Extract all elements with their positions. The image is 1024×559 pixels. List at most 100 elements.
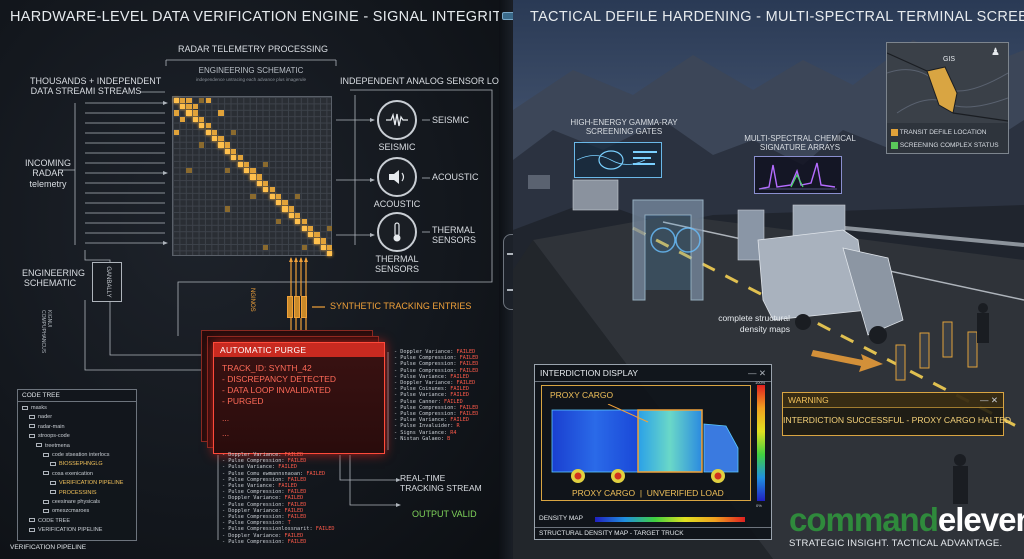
purge-line-invalidated: - DATA LOOP INVALIDATED: [222, 385, 331, 395]
tree-item[interactable]: stroops-code: [22, 432, 132, 441]
warning-window-controls[interactable]: — ✕: [980, 395, 998, 405]
density-maps-label: complete structural density maps: [690, 313, 790, 335]
density-line-1: complete structural: [718, 313, 790, 323]
fail-value: FAILED: [459, 355, 479, 362]
seismic-wave-icon: [386, 113, 408, 127]
matrix-cell: [263, 161, 269, 167]
fail-value: FAILED: [284, 452, 304, 458]
window-controls[interactable]: — ✕: [748, 368, 766, 378]
proxy-cargo-bottom-label: PROXY CARGO | UNVERIFIED LOAD: [572, 488, 724, 498]
matrix-cell: [320, 244, 327, 251]
seismic-sensor: [377, 100, 417, 140]
folder-icon: [29, 424, 35, 429]
matrix-cell: [295, 193, 301, 199]
fail-key: - Pulse Variance:: [222, 464, 279, 471]
fail-key: - Pulse Variance:: [394, 392, 451, 399]
fail-row: - Pulse Compression: FAILED: [222, 539, 334, 545]
tree-item-label: ceesinare physicals: [52, 499, 100, 506]
matrix-cell: [237, 161, 243, 167]
gamma-scan-icon: [576, 150, 657, 170]
fail-value: T: [287, 520, 291, 527]
matrix-cell: [250, 167, 256, 174]
matrix-cell: [224, 206, 231, 212]
matrix-cell: [307, 231, 314, 238]
folder-icon: [50, 490, 56, 495]
matrix-cell: [307, 225, 314, 231]
fail-row: - Pulse Coinunes: FAILED: [394, 386, 478, 392]
matrix-cell: [295, 212, 301, 219]
folder-icon: [50, 461, 56, 466]
gamma-line-1: HIGH-ENERGY GAMMA-RAY: [570, 118, 678, 127]
fail-row: - Pulse Canner: FAILED: [394, 399, 478, 405]
tree-item[interactable]: CODE TREE: [22, 517, 132, 526]
truck-density-scan: [551, 404, 739, 483]
tree-item-label: omeszcmaroes: [52, 508, 90, 515]
spectrum-icon: [758, 162, 837, 190]
tree-item[interactable]: treetmena: [22, 442, 132, 451]
brand-tagline: STRATEGIC INSIGHT. TACTICAL ADVANTAGE.: [789, 538, 1003, 549]
fail-value: FAILED: [287, 489, 307, 496]
tree-item[interactable]: nader: [22, 413, 132, 422]
tree-item[interactable]: PROCESSINIS: [22, 489, 132, 498]
fail-value: B: [447, 435, 451, 442]
matrix-cell: [224, 167, 231, 174]
matrix-cell: [205, 129, 211, 135]
tree-item[interactable]: BIOSSEPHNGLG: [22, 460, 132, 469]
matrix-cell: [275, 193, 282, 199]
tree-item[interactable]: code stseation interlocs: [22, 451, 132, 460]
kignui-label: KIGNUI COMPUPHANCUS: [40, 310, 52, 356]
incoming-line-3: telemetry: [29, 178, 67, 189]
scale-bottom-label: 0%: [756, 503, 762, 508]
fail-row: - Pulse Compression: T: [222, 520, 334, 526]
folder-icon: [29, 433, 35, 438]
matrix-cell: [288, 206, 295, 212]
matrix-cell: [256, 174, 263, 180]
kignui-line-2: COMPUPHANCUS: [40, 310, 46, 354]
tree-item[interactable]: VERIFICATION PIPELINE: [22, 526, 132, 535]
fail-row: - Pulse Variance: FAILED: [394, 374, 478, 380]
fail-row: - Doppler Variance: FAILED: [222, 495, 334, 501]
folder-icon: [43, 452, 49, 457]
fail-row: - Signs Variance: R4: [394, 430, 478, 436]
gis-legend-item-2: SCREENING COMPLEX STATUS: [891, 142, 999, 149]
matrix-cell: [186, 97, 192, 103]
matrix-cell: [231, 129, 237, 135]
brand-name: commandeleven: [789, 501, 1024, 538]
fail-row: - Pulse Compression: FAILED: [394, 361, 478, 367]
fail-value: FAILED: [450, 392, 469, 399]
tree-item-label: nader: [38, 414, 53, 421]
legend-swatch-orange: [891, 129, 898, 136]
spectral-chart-overlay: [754, 156, 842, 194]
fail-value: FAILED: [287, 458, 307, 465]
tree-item-label: PROCESSINIS: [59, 489, 97, 496]
tree-item[interactable]: VERIFICATION PIPELINE: [22, 479, 132, 488]
fail-key: - Pulse Compression:: [222, 538, 288, 545]
folder-icon: [43, 509, 49, 514]
incoming-line-1: INCOMING: [25, 158, 71, 168]
fail-value: FAILED: [459, 361, 479, 368]
tree-item[interactable]: ceesinare physicals: [22, 498, 132, 507]
tree-item[interactable]: cosa exenication: [22, 470, 132, 479]
speaker-icon: [389, 170, 405, 184]
matrix-cell: [237, 155, 243, 161]
scan-frame: PROXY CARGO PROXY CARGO | UNVERIFIED LOA…: [541, 385, 751, 501]
tree-item[interactable]: radar-main: [22, 423, 132, 432]
fail-row: - Pulse Variance: FAILED: [222, 464, 334, 470]
scale-top-label: 100%: [755, 380, 766, 385]
schematic-block: GANBALLY: [92, 262, 122, 302]
fail-row: - Pulse Variance: FAILED: [222, 483, 334, 489]
tree-item[interactable]: masks: [22, 404, 132, 413]
matrix-cell: [314, 238, 320, 244]
matrix-cell: [243, 167, 250, 174]
incoming-line-2: RADAR: [32, 168, 64, 179]
matrix-cell: [275, 219, 282, 225]
engineering-schematic-label: ENGINEERING SCHEMATIC: [22, 268, 85, 289]
matrix-cell: [256, 180, 263, 187]
matrix-cell: [327, 225, 333, 231]
tree-item[interactable]: omeszcmaroes: [22, 507, 132, 516]
matrix-cell: [327, 244, 333, 251]
brand-part-command: command: [789, 501, 939, 538]
matrix-cell: [199, 116, 205, 123]
fail-key: - Pulse Compression:: [222, 514, 288, 521]
streams-line-2: DATA STREAMI STREAMS: [30, 86, 142, 97]
